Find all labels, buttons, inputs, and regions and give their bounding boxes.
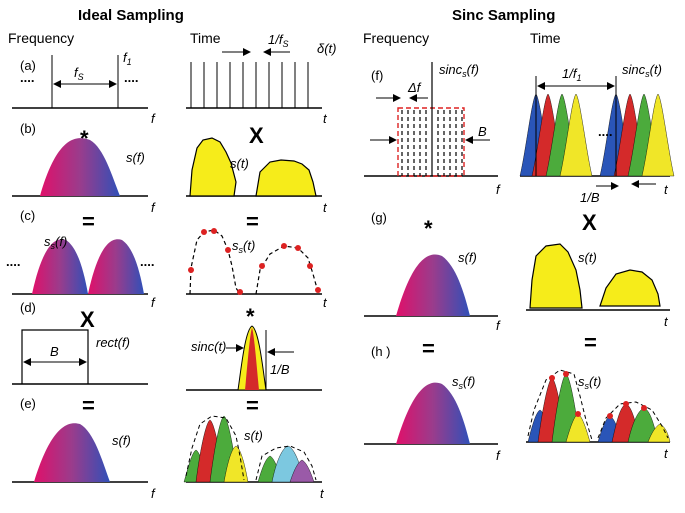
operator-eq-h: = <box>422 336 435 361</box>
label-inv-fs: 1/fS <box>268 32 288 49</box>
operator-conv-g: * <box>424 216 433 241</box>
axis-label-t-f: t <box>664 182 669 197</box>
panel-label-g: (g) <box>371 210 387 225</box>
label-s-f-b: s(f) <box>126 150 145 165</box>
column-label-time-right: Time <box>530 30 561 46</box>
panel-label-b: (b) <box>20 121 36 136</box>
label-s-t-b: s(t) <box>230 156 249 171</box>
signal-b1 <box>189 137 237 197</box>
dots-c-left: .... <box>6 254 20 269</box>
axis-label-t-a: t <box>323 111 328 126</box>
label-f1: f1 <box>123 50 132 67</box>
spectrum-e <box>34 423 110 482</box>
sinc-band-box <box>397 107 465 177</box>
sinc-pulses-h <box>527 373 671 443</box>
label-inv-f1: 1/f1 <box>562 66 581 83</box>
axis-label-t-b: t <box>323 200 328 215</box>
operator-eq-h-time: = <box>584 330 597 355</box>
axis-label-f-h: f <box>496 448 501 463</box>
label-s-t-e: s(t) <box>244 428 263 443</box>
label-fs: fS <box>74 65 84 82</box>
column-label-frequency-left: Frequency <box>8 30 74 46</box>
operator-mult-g: X <box>582 210 597 235</box>
label-ss-t-h: ss(t) <box>578 374 601 391</box>
axis-label-t-c: t <box>323 295 328 310</box>
spectrum-g <box>396 254 470 316</box>
column-label-frequency-right: Frequency <box>363 30 429 46</box>
operator-eq-e: = <box>82 393 95 418</box>
spectrum-h <box>396 382 470 444</box>
panel-label-f: (f) <box>371 68 383 83</box>
axis-label-f-g: f <box>496 318 501 333</box>
dots-a-left: .... <box>20 70 34 85</box>
axis-label-t-g: t <box>664 314 669 329</box>
panel-label-d: (d) <box>20 300 36 315</box>
axis-label-f-a: f <box>151 111 156 126</box>
sample-dots-c <box>188 228 321 295</box>
panel-label-a: (a) <box>20 58 36 73</box>
label-ss-f: ss(f) <box>44 234 67 251</box>
panel-label-h: (h ) <box>371 344 391 359</box>
axis-label-f-c: f <box>151 295 156 310</box>
header-ideal-sampling: Ideal Sampling <box>78 7 184 24</box>
panel-label-e: (e) <box>20 396 36 411</box>
label-inv-B-f: 1/B <box>580 190 600 205</box>
dots-f-time: .... <box>598 124 612 139</box>
label-rect: rect(f) <box>96 335 130 350</box>
label-delta-t: δ(t) <box>317 41 337 56</box>
label-B-f: B <box>478 124 487 139</box>
spectrum-c1 <box>32 239 88 294</box>
operator-conv-d: * <box>246 304 255 329</box>
label-sincs-f: sincs(f) <box>439 62 479 79</box>
label-s-t-g: s(t) <box>578 250 597 265</box>
column-label-time-left: Time <box>190 30 221 46</box>
dots-a-right: .... <box>124 70 138 85</box>
sinc-pulse-core <box>245 328 259 390</box>
dots-c-right: .... <box>140 254 154 269</box>
label-sincs-t: sincs(t) <box>622 62 662 79</box>
operator-mult-d: X <box>80 307 95 332</box>
operator-mult-b: X <box>249 123 264 148</box>
label-inv-B: 1/B <box>270 362 290 377</box>
sample-dots-h <box>549 371 647 419</box>
sampled-outline-c <box>189 229 319 295</box>
impulse-train <box>190 62 309 108</box>
sinc-pulses-e <box>183 415 315 483</box>
sinc-pulse-bank-1 <box>519 93 593 177</box>
operator-eq-c-time: = <box>246 209 259 234</box>
envelope-e <box>185 415 317 481</box>
rect-window <box>21 329 89 384</box>
axis-label-f-f: f <box>496 182 501 197</box>
spectrum-c2 <box>88 239 144 294</box>
envelope-h <box>527 369 669 441</box>
panel-label-c: (c) <box>20 208 35 223</box>
operator-eq-e-time: = <box>246 393 259 418</box>
signal-b2 <box>255 159 317 197</box>
sinc-frequency-lines <box>401 110 463 176</box>
axis-label-t-e: t <box>320 486 325 501</box>
label-s-f-e: s(f) <box>112 433 131 448</box>
axis-label-f-b: f <box>151 200 156 215</box>
signal-g1 <box>529 243 583 309</box>
signal-g2 <box>599 269 661 307</box>
axis-label-t-h: t <box>664 446 669 461</box>
label-ss-f-h: ss(f) <box>452 374 475 391</box>
spectrum-b <box>40 138 120 196</box>
header-sinc-sampling: Sinc Sampling <box>452 7 555 24</box>
operator-eq-c: = <box>82 209 95 234</box>
label-sinc: sinc(t) <box>191 339 226 354</box>
label-delta-f: Δf <box>407 80 422 95</box>
axis-label-f-e: f <box>151 486 156 501</box>
label-s-f-g: s(f) <box>458 250 477 265</box>
label-ss-t: ss(t) <box>232 238 255 255</box>
label-B-d: B <box>50 344 59 359</box>
